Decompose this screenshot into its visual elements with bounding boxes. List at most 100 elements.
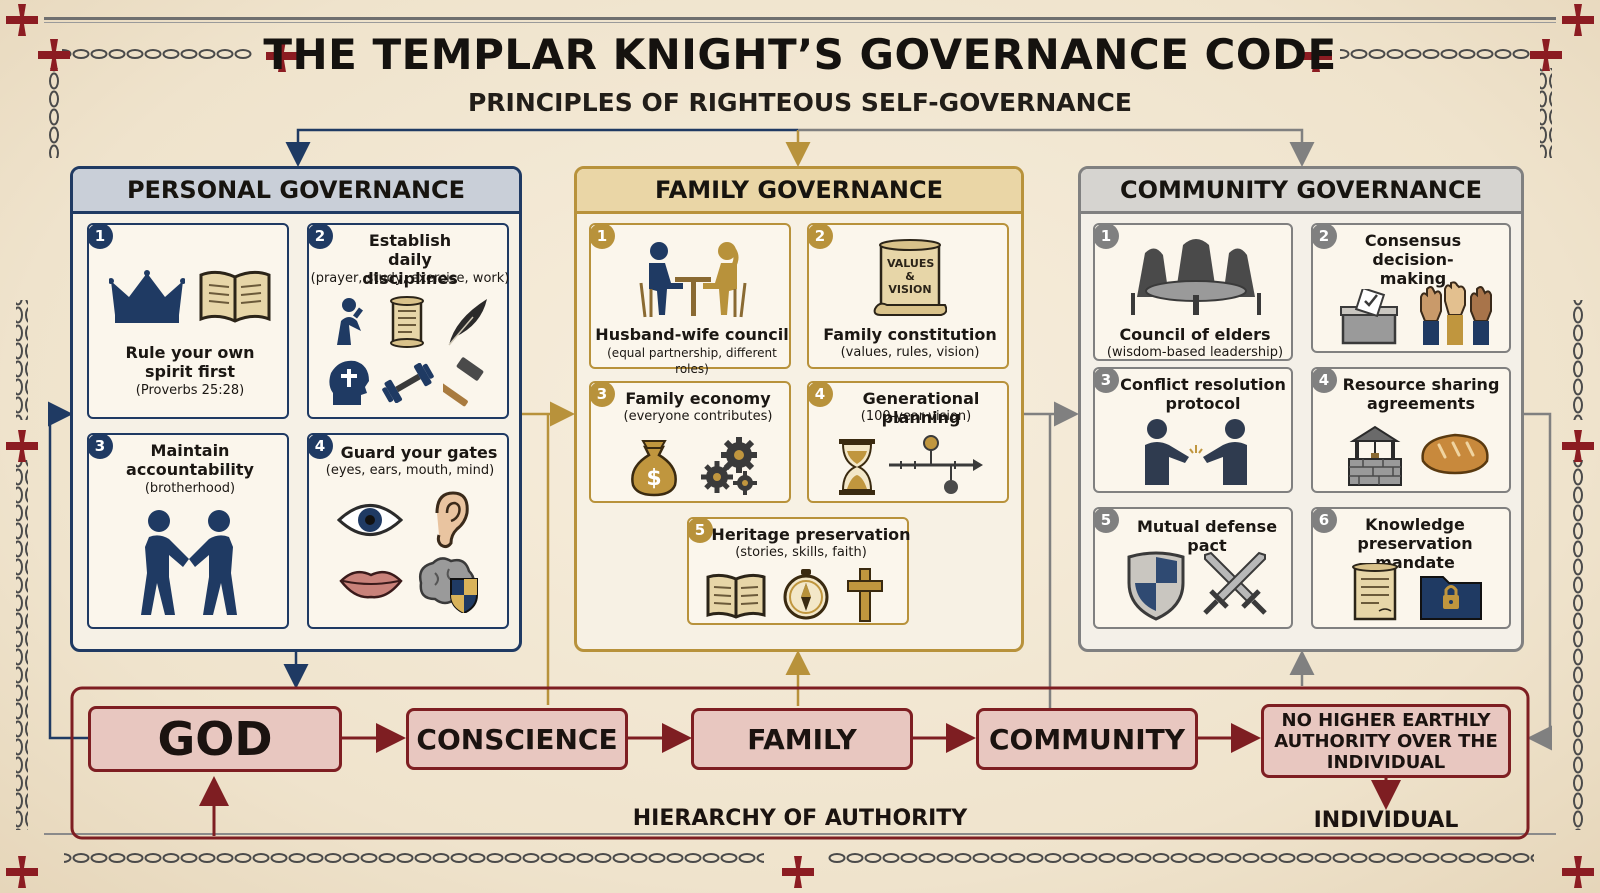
shield-icon <box>1127 551 1185 621</box>
card-number: 1 <box>1093 223 1119 249</box>
svg-text:$: $ <box>646 466 661 491</box>
dumbbell-icon <box>382 363 434 403</box>
personal-card-2: 2 Establish daily disciplines (prayer, s… <box>307 223 509 419</box>
card-number: 4 <box>1311 367 1337 393</box>
card-subtitle: (prayer, study, exercise, work) <box>310 271 510 286</box>
money-bag-icon: $ <box>631 440 677 497</box>
ear-icon <box>435 491 469 549</box>
card-title: Establish daily disciplines <box>362 231 458 288</box>
card-title: Council of elders <box>1119 325 1271 344</box>
eye-icon <box>337 504 403 536</box>
mind-cross-icon <box>329 360 369 405</box>
hourglass-icon <box>839 439 875 495</box>
bread-icon <box>1421 433 1489 475</box>
card-title: Family constitution <box>823 325 997 344</box>
raised-hands-icon <box>1420 281 1492 345</box>
reconcile-figures-icon <box>1145 419 1247 485</box>
hierarchy-node-no-higher-authority: NO HIGHER EARTHLY AUTHORITY OVER THE IND… <box>1261 704 1511 778</box>
gears-icon <box>701 437 757 495</box>
card-title: Consensus decision-making <box>1364 231 1462 288</box>
card-number: 3 <box>1093 367 1119 393</box>
community-governance-panel: COMMUNITY GOVERNANCE 1 Council of elders… <box>1078 166 1524 652</box>
individual-label: INDIVIDUAL <box>1313 808 1459 833</box>
family-card-3: 3 Family economy (everyone contributes) … <box>589 381 791 503</box>
community-card-2: 2 Consensus decision-making <box>1311 223 1511 353</box>
family-card-1: 1 Husband-wife council (equal partnershi… <box>589 223 791 376</box>
couple-at-table-icon <box>639 242 747 318</box>
scroll-text: VALUES & VISION <box>887 257 935 296</box>
personal-card-3: 3 Maintain accountability (brotherhood) <box>87 433 289 629</box>
personal-card-1: 1 Rule your own spirit first (Proverbs 2… <box>87 223 289 419</box>
community-governance-heading: COMMUNITY GOVERNANCE <box>1081 169 1521 214</box>
scroll-icon <box>390 296 424 348</box>
card-number: 1 <box>589 223 615 249</box>
card-title: Generational planning <box>862 389 980 427</box>
family-governance-panel: FAMILY GOVERNANCE 1 Husband-wife council… <box>574 166 1024 652</box>
hammer-icon <box>443 357 484 407</box>
constitution-scroll-icon: VALUES & VISION <box>873 239 947 317</box>
family-governance-heading: FAMILY GOVERNANCE <box>577 169 1021 214</box>
personal-governance-heading: PERSONAL GOVERNANCE <box>73 169 519 214</box>
hierarchy-node-family: FAMILY <box>691 708 913 770</box>
card-title: Resource sharing agreements <box>1342 375 1500 413</box>
card-title: Rule your own spirit first <box>125 343 255 381</box>
crown-icon <box>109 270 185 323</box>
card-subtitle: (Proverbs 25:28) <box>135 383 245 398</box>
card-subtitle: (brotherhood) <box>144 481 236 496</box>
praying-figure-icon <box>337 298 363 345</box>
card-title: Knowledge preservation mandate <box>1357 515 1473 572</box>
card-title: Maintain accountability <box>126 441 254 479</box>
crossed-swords-icon <box>1203 551 1267 615</box>
ballot-box-icon <box>1340 289 1398 345</box>
card-subtitle: (equal partnership, different roles) <box>607 346 777 376</box>
book-icon <box>706 573 766 619</box>
card-number: 4 <box>807 381 833 407</box>
cross-icon <box>847 568 883 622</box>
card-title: Guard your gates <box>340 443 498 462</box>
community-card-1: 1 Council of elders (wisdom-based leader… <box>1093 223 1293 361</box>
family-card-5: 5 Heritage preservation (stories, skills… <box>687 517 911 625</box>
community-card-4: 4 Resource sharing agreements <box>1311 367 1511 493</box>
personal-governance-panel: PERSONAL GOVERNANCE 1 Rule your own spir… <box>70 166 522 652</box>
card-number: 5 <box>1093 507 1119 533</box>
card-title: Heritage preservation <box>711 525 911 544</box>
card-number: 3 <box>87 433 113 459</box>
card-number: 3 <box>589 381 615 407</box>
card-subtitle: (wisdom-based leadership) <box>1106 345 1284 360</box>
hierarchy-node-community: COMMUNITY <box>976 708 1198 770</box>
open-book-icon <box>199 270 271 323</box>
hierarchy-label: HIERARCHY OF AUTHORITY <box>632 806 968 831</box>
card-title: Mutual defense pact <box>1136 517 1278 555</box>
page-title: THE TEMPLAR KNIGHT’S GOVERNANCE CODE <box>263 30 1337 79</box>
card-subtitle: (eyes, ears, mouth, mind) <box>325 463 495 478</box>
card-title: Conflict resolution protocol <box>1120 375 1286 413</box>
card-number: 5 <box>687 517 713 543</box>
card-title: Family economy <box>625 389 771 408</box>
card-number: 6 <box>1311 507 1337 533</box>
card-number: 2 <box>307 223 333 249</box>
timeline-icon <box>889 435 983 494</box>
well-icon <box>1348 425 1402 486</box>
card-number: 1 <box>87 223 113 249</box>
family-card-4: 4 Generational planning (100-year vision… <box>807 381 1009 503</box>
community-card-5: 5 Mutual defense pact <box>1093 507 1293 629</box>
card-title: Husband-wife council <box>595 325 789 344</box>
quill-icon <box>448 299 487 346</box>
card-subtitle: (everyone contributes) <box>623 409 773 424</box>
card-subtitle: (values, rules, vision) <box>840 345 980 360</box>
community-card-3: 3 Conflict resolution protocol <box>1093 367 1293 493</box>
card-number: 2 <box>807 223 833 249</box>
hierarchy-node-conscience: CONSCIENCE <box>406 708 628 770</box>
lips-icon <box>339 570 403 599</box>
hooded-council-icon <box>1131 239 1261 315</box>
page-subtitle: PRINCIPLES OF RIGHTEOUS SELF-GOVERNANCE <box>467 88 1132 117</box>
card-number: 4 <box>307 433 333 459</box>
card-subtitle: (100-year vision) <box>860 409 972 424</box>
document-icon <box>1352 563 1398 621</box>
card-subtitle: (stories, skills, faith) <box>735 545 867 560</box>
compass-icon <box>783 569 829 620</box>
card-number: 2 <box>1311 223 1337 249</box>
community-card-6: 6 Knowledge preservation mandate <box>1311 507 1511 629</box>
locked-folder-icon <box>1420 576 1482 620</box>
